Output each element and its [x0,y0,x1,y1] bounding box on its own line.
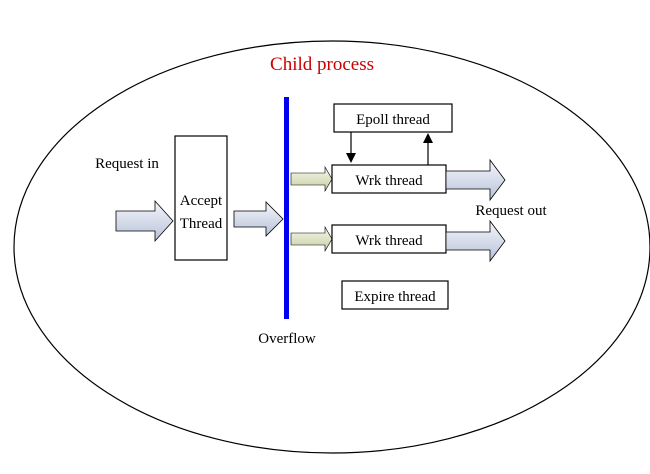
wrk1-request-out-arrow [445,158,506,202]
epoll-thread-box [333,103,453,133]
child-process-boundary [13,40,650,454]
accept-thread-label-line1: Accept [180,193,223,209]
wrk-to-epoll-arrowhead [423,133,433,143]
wrk-thread-2-box [331,224,447,254]
request-in-label: Request in [95,156,159,172]
diagram-title: Child process [270,54,374,75]
queue-to-wrk1-arrow [290,165,333,193]
queue-to-wrk2-arrow [290,225,333,253]
overflow-queue-line [284,97,289,319]
wrk-thread-1-box [331,164,447,194]
accept-thread-label-line2: Thread [180,216,223,232]
wrk-thread-2-label: Wrk thread [355,233,423,249]
accept-to-queue-arrow [233,201,284,237]
epoll-thread-label: Epoll thread [356,112,430,128]
wrk2-request-out-arrow [445,219,506,263]
accept-thread-box [174,135,228,261]
expire-thread-box [341,280,449,310]
epoll-to-wrk-arrowhead [346,153,356,163]
wrk-thread-1-label: Wrk thread [355,173,423,189]
request-out-label: Request out [475,203,547,219]
overflow-label: Overflow [258,331,316,347]
request-in-arrow [115,199,174,243]
expire-thread-label: Expire thread [354,289,436,305]
